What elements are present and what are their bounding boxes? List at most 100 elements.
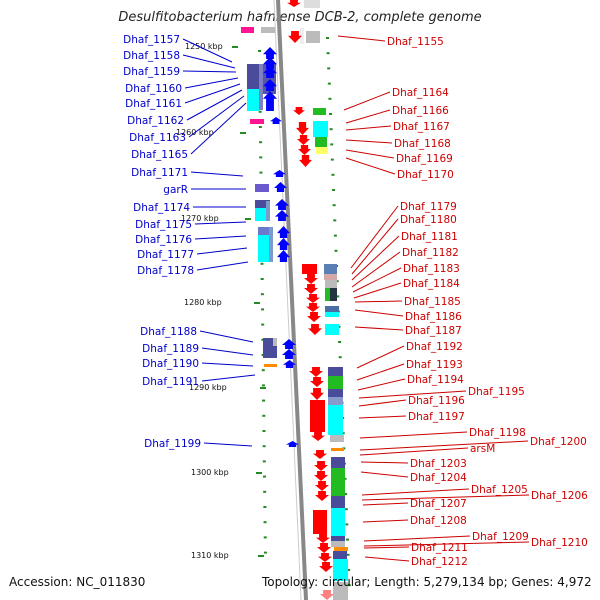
right-track-dash <box>332 189 336 191</box>
right-track-dash <box>335 280 339 283</box>
reverse-gene-label: Dhaf_1208 <box>410 515 467 527</box>
reverse-gene-label: Dhaf_1196 <box>408 395 465 407</box>
left-track-dash <box>262 414 266 417</box>
reverse-gene-label: Dhaf_1179 <box>400 201 457 213</box>
label-leader-lines <box>182 35 530 562</box>
forward-arrow <box>263 66 277 78</box>
left-track-dash <box>260 278 264 280</box>
forward-gene-label: Dhaf_1190 <box>142 358 199 370</box>
gene-labels: Dhaf_1157Dhaf_1158Dhaf_1159Dhaf_1160Dhaf… <box>123 34 588 568</box>
feature-box <box>315 137 327 147</box>
left-track-dash <box>260 262 264 265</box>
reverse-arrow <box>297 135 310 145</box>
forward-arrow <box>273 170 286 177</box>
feature-box <box>331 508 345 536</box>
reverse-gene-label: arsM <box>470 443 495 455</box>
reverse-leader-line <box>354 326 404 331</box>
reverse-arrow <box>306 303 320 312</box>
feature-box <box>247 76 259 89</box>
backbone-edge-line <box>273 0 302 600</box>
left-track-dash <box>262 460 266 463</box>
left-track-dash <box>263 490 267 493</box>
forward-gene-label: Dhaf_1159 <box>123 66 180 78</box>
forward-leader-line <box>182 54 236 69</box>
reverse-leader-line <box>360 461 409 464</box>
feature-box <box>266 201 270 221</box>
left-track-dash <box>262 430 266 432</box>
reverse-gene-label: Dhaf_1155 <box>387 36 444 48</box>
forward-gene-label: Dhaf_1176 <box>135 234 192 246</box>
left-track-dash <box>259 141 263 144</box>
reverse-arrow <box>298 145 311 155</box>
scale-tick-label: 1250 kbp <box>185 42 223 51</box>
reverse-gene-label: Dhaf_1194 <box>407 374 464 386</box>
feature-box <box>333 582 348 600</box>
right-track-dash <box>326 52 330 55</box>
forward-gene-label: Dhaf_1160 <box>125 83 182 95</box>
reverse-leader-line <box>350 205 399 269</box>
feature-box <box>331 457 345 468</box>
feature-box <box>325 306 339 312</box>
forward-gene-label: Dhaf_1199 <box>144 438 201 450</box>
right-track-dash <box>327 67 331 70</box>
forward-arrow <box>282 339 296 349</box>
forward-arrow <box>263 57 277 69</box>
forward-leader-line <box>199 330 254 343</box>
reverse-leader-line <box>357 378 406 391</box>
right-track-dash <box>338 356 342 359</box>
feature-box <box>313 510 327 534</box>
feature-box <box>325 324 339 335</box>
feature-box <box>331 448 344 451</box>
feature-box <box>302 264 317 274</box>
feature-box <box>255 184 269 192</box>
gene-features <box>241 0 348 600</box>
feature-box <box>264 364 277 367</box>
forward-arrow <box>286 441 299 447</box>
feature-box <box>241 27 254 33</box>
forward-arrow <box>263 79 277 91</box>
feature-box <box>331 541 345 547</box>
reverse-gene-label: Dhaf_1206 <box>531 490 588 502</box>
scale-tick-label: 1300 kbp <box>191 468 229 477</box>
scale-tick-label: 1310 kbp <box>191 551 229 560</box>
right-track-dash <box>334 249 338 252</box>
reverse-gene-label: Dhaf_1168 <box>394 138 451 150</box>
reverse-gene-label: Dhaf_1200 <box>530 436 587 448</box>
reverse-leader-line <box>359 440 529 451</box>
forward-leader-line <box>182 38 233 63</box>
feature-box <box>258 227 273 235</box>
forward-arrow <box>283 360 296 368</box>
forward-leader-line <box>190 171 244 177</box>
feature-box <box>300 28 304 44</box>
right-track-dash <box>333 234 337 237</box>
left-track-dash <box>261 308 265 311</box>
forward-gene-label: Dhaf_1189 <box>142 343 199 355</box>
reverse-leader-line <box>345 139 393 144</box>
right-track-dash <box>346 553 350 556</box>
right-track-dash <box>332 204 336 207</box>
feature-box <box>261 27 275 33</box>
reverse-gene-label: Dhaf_1203 <box>410 458 467 470</box>
forward-leader-line <box>201 362 254 367</box>
feature-box <box>328 397 343 405</box>
right-track-dash <box>338 341 342 343</box>
feature-box <box>313 108 326 115</box>
forward-gene-label: Dhaf_1158 <box>123 50 180 62</box>
right-track-dash <box>343 477 347 480</box>
scale-tick-label: 1280 kbp <box>184 298 222 307</box>
forward-gene-label: Dhaf_1162 <box>127 115 184 127</box>
feature-box <box>310 400 325 432</box>
reverse-leader-line <box>354 300 403 303</box>
reverse-arrow <box>304 284 318 294</box>
reverse-arrow <box>288 31 302 43</box>
reverse-arrow <box>293 107 305 115</box>
reverse-gene-label: Dhaf_1205 <box>471 484 528 496</box>
forward-arrow <box>263 91 277 111</box>
reverse-gene-label: Dhaf_1193 <box>406 359 463 371</box>
left-track-dash <box>261 338 265 341</box>
reverse-arrow <box>296 122 309 135</box>
forward-gene-label: Dhaf_1165 <box>131 149 188 161</box>
reverse-leader-line <box>359 447 469 456</box>
feature-box <box>273 338 277 346</box>
forward-leader-line <box>184 83 241 104</box>
